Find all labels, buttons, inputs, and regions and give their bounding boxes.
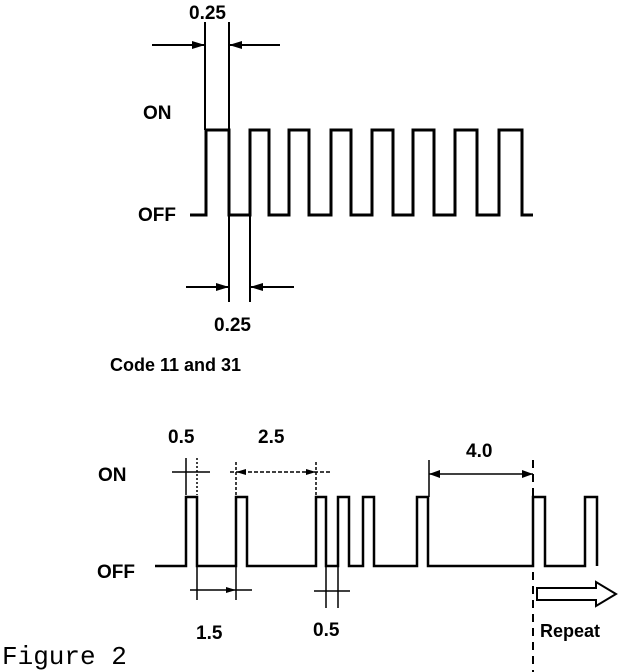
b-off-label: OFF — [97, 562, 135, 583]
b-on-label: ON — [98, 465, 127, 486]
b-dim-0-5-top-label: 0.5 — [168, 427, 195, 448]
repeat-label: Repeat — [540, 621, 601, 641]
top-off-label: OFF — [138, 205, 176, 226]
b-dim-2-5-label: 2.5 — [258, 427, 285, 448]
arrowhead-2-5-left — [236, 469, 246, 475]
figure-label: Figure 2 — [2, 642, 127, 672]
arrowhead-4-0-left — [429, 470, 440, 478]
diagram-caption: Code 11 and 31 — [110, 355, 242, 375]
top-on-label: ON — [143, 103, 172, 124]
b-dim-4-0-label: 4.0 — [466, 441, 493, 462]
top-dim-label: 0.25 — [189, 3, 226, 24]
arrowhead-top-left — [192, 41, 205, 49]
top-square-wave — [190, 128, 533, 217]
arrowhead-1-5-right — [226, 587, 236, 593]
arrowhead-bottom-right — [250, 283, 263, 291]
arrowhead-top-right — [229, 41, 242, 49]
arrowhead-4-0-right — [522, 470, 533, 478]
b-dim-0-5-bottom-label: 0.5 — [313, 620, 340, 641]
bottom-dim-label: 0.25 — [214, 315, 251, 336]
arrowhead-bottom-left — [216, 283, 229, 291]
repeat-arrow-icon — [536, 580, 618, 608]
b-dim-1-5-label: 1.5 — [196, 623, 223, 644]
arrowhead-2-5-right — [306, 469, 316, 475]
bottom-pulse-wave — [155, 495, 599, 568]
